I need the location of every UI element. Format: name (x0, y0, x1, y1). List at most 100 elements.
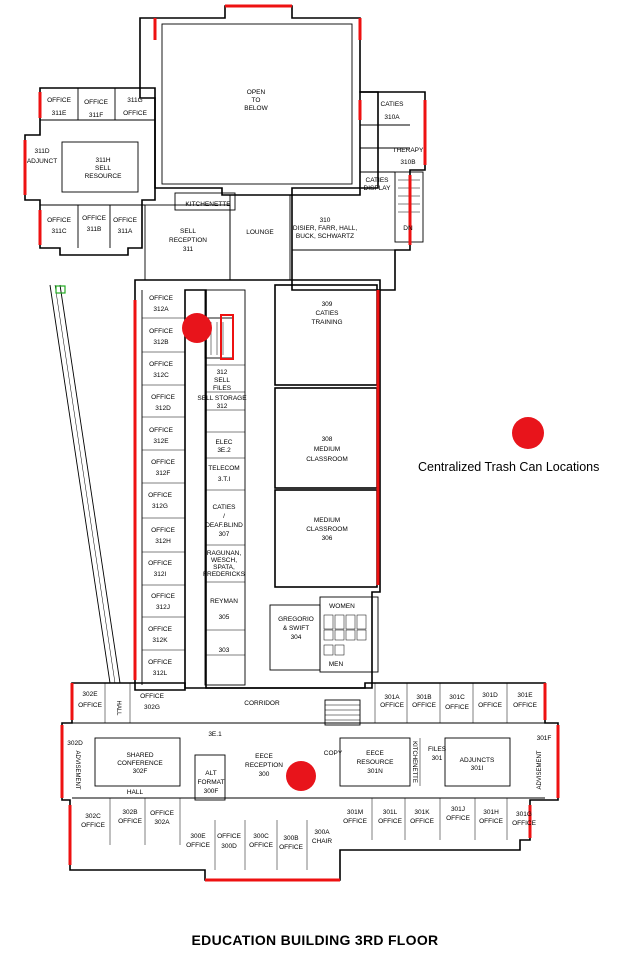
room-label-line: 3E.1 (208, 731, 222, 738)
room-label-line: LOUNGE (246, 229, 274, 236)
room-label-line: CATIES (366, 177, 390, 184)
room-label-line: 310A (384, 114, 400, 121)
room-label-line: 301D (482, 692, 498, 699)
room-copy: COPY (324, 750, 343, 757)
room-label-line: OFFICE (149, 295, 173, 302)
room-label-line: 301 (432, 755, 443, 762)
room-label-line: TELECOM (208, 465, 239, 472)
room-label-line: 312G (152, 503, 168, 510)
room-label-line: SHARED (126, 752, 153, 759)
room-label-line: ADJUNCT (27, 158, 57, 165)
building-walls (24, 5, 559, 881)
room-label-line: GREGORIO (278, 616, 314, 623)
room-label-line: WOMEN (329, 603, 355, 610)
room-label-line: OFFICE (148, 560, 172, 567)
room-label-line: RESOURCE (85, 173, 123, 180)
room-3e1: 3E.1 (208, 731, 222, 738)
room-label-line: OFFICE (410, 818, 434, 825)
room-label-line: BELOW (244, 105, 268, 112)
room-label-line: DISIER, FARR, HALL, (293, 225, 357, 232)
room-label-line: 301L (383, 809, 398, 816)
room-corridor: CORRIDOR (244, 700, 280, 707)
room-label-line: ADVISEMENT (74, 750, 80, 789)
room-label-line: MEN (329, 661, 344, 668)
room-label-line: MEDIUM (314, 446, 340, 453)
room-label-line: WESCH, (211, 557, 237, 564)
room-label-line: KITCHENETTE (185, 201, 231, 208)
room-label-line: 300D (221, 843, 237, 850)
room-303: 303 (219, 647, 230, 654)
room-label-line: 301G (516, 811, 532, 818)
room-label-line: EECE (366, 750, 384, 757)
room-label-line: OFFICE (148, 492, 172, 499)
room-label-line: OFFICE (148, 626, 172, 633)
room-label-line: CONFERENCE (117, 760, 163, 767)
room-label-line: CATIES (381, 101, 405, 108)
room-label-line: SELL (180, 228, 196, 235)
trash-can-markers (182, 313, 544, 791)
room-label-line: / (223, 513, 225, 520)
room-advisement-right: ADVISEMENT (537, 750, 543, 789)
room-label-line: OFFICE (446, 815, 470, 822)
room-label-line: OFFICE (412, 702, 436, 709)
room-label-line: CATIES (213, 504, 237, 511)
room-label-line: RECEPTION (245, 762, 283, 769)
room-311d: 311D ADJUNCT (27, 148, 57, 165)
room-label-line: 302D (67, 740, 83, 747)
room-label-line: 301J (451, 806, 465, 813)
room-311b: OFFICE 311B (82, 215, 106, 233)
room-label-line: OFFICE (82, 215, 106, 222)
room-label-line: SPATA, (213, 564, 235, 571)
room-label-line: OFFICE (479, 818, 503, 825)
room-label-line: FORMAT (198, 779, 225, 786)
page-title: EDUCATION BUILDING 3RD FLOOR (191, 932, 439, 948)
room-label-line: OFFICE (249, 842, 273, 849)
room-label-line: 311B (87, 226, 102, 233)
room-label-line: 312H (155, 538, 171, 545)
room-label-line: 300B (283, 835, 298, 842)
room-label-line: OFFICE (123, 110, 147, 117)
room-307-occupants: RAGUNAN,WESCH,SPATA,FREDERICKS (203, 550, 246, 578)
room-label-line: DEAF.BLIND (205, 522, 243, 529)
room-label-line: OFFICE (279, 844, 303, 851)
room-label-line: 301A (384, 694, 400, 701)
room-label-line: DISPLAY (364, 185, 392, 192)
room-label-line: 303 (219, 647, 230, 654)
room-label-line: FILES (428, 746, 447, 753)
room-label-line: 309 (322, 301, 333, 308)
room-label-line: 301I (471, 765, 484, 772)
room-label-line: 311D (34, 148, 49, 155)
room-label-line: 311H (95, 157, 110, 164)
room-label-line: OFFICE (151, 394, 175, 401)
room-hall-vertical: HALL (115, 700, 121, 716)
room-label-line: REYMAN (210, 598, 238, 605)
room-302d: 302D (67, 740, 83, 747)
room-label-line: 312E (153, 438, 169, 445)
room-label-line: 301C (449, 694, 465, 701)
